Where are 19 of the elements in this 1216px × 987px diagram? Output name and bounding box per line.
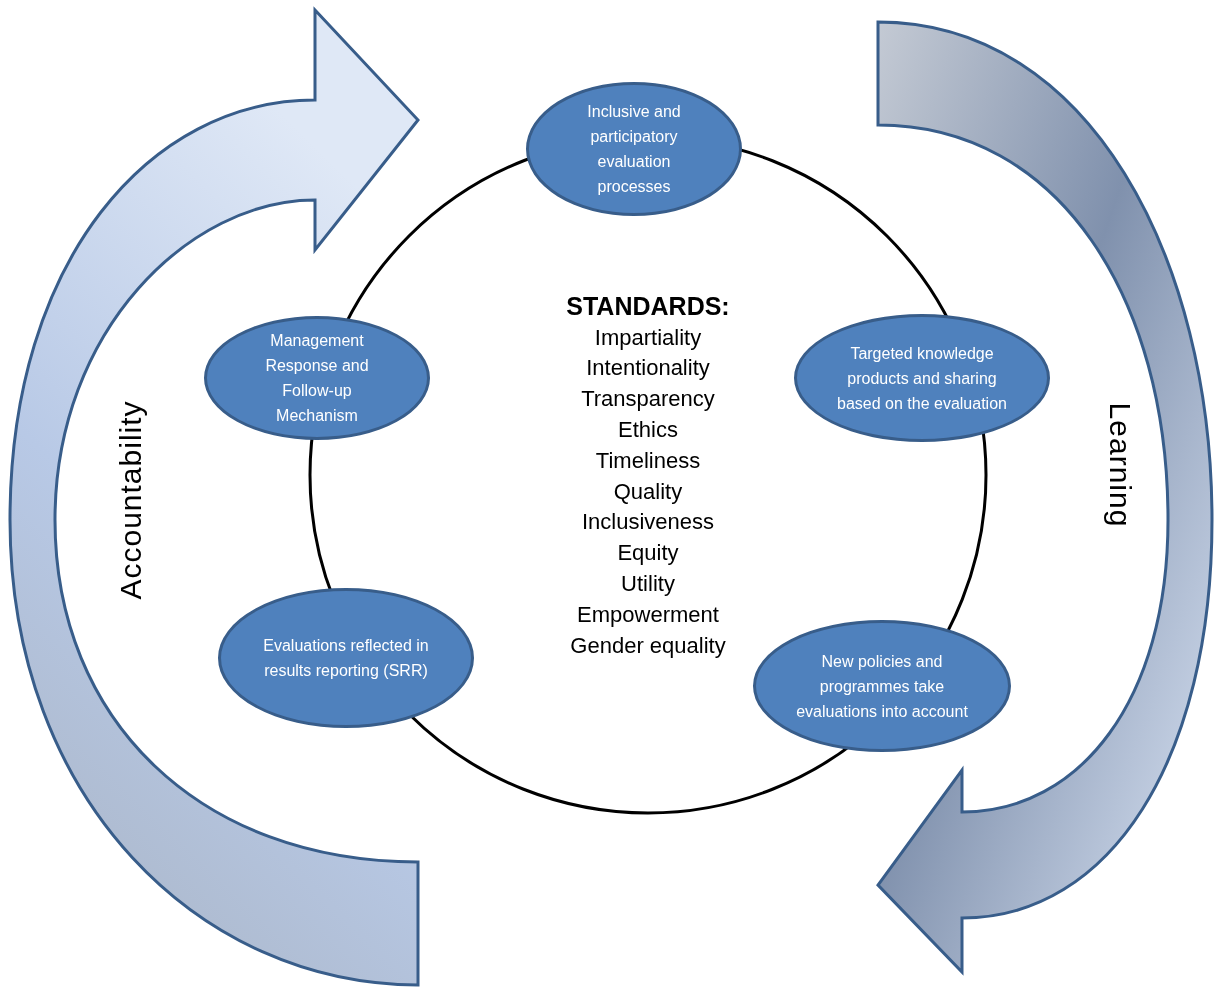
standard-item: Intentionality	[586, 354, 710, 383]
standard-item: Ethics	[618, 416, 678, 444]
standard-item: Gender equality	[570, 631, 726, 660]
standards-heading: STANDARDS:	[566, 290, 730, 322]
cycle-label: Accountability	[113, 400, 148, 600]
node-text: Evaluations reflected in results reporting (SRR)	[262, 636, 430, 681]
node-text: Management Response and Follow-up Mechanism	[264, 331, 370, 426]
node-text: Targeted knowledge products and sharing based on the evaluation	[836, 343, 1008, 414]
cycle-label: Learning	[1102, 402, 1137, 528]
node-text: New policies and programmes take evaluations into account	[795, 651, 969, 722]
node-text: Inclusive and participatory evaluation processes	[586, 102, 682, 197]
standard-item: Utility	[621, 570, 675, 598]
standard-item: Inclusiveness	[581, 508, 715, 537]
standard-item: Impartiality	[594, 323, 702, 352]
standard-item: Timeliness	[595, 446, 701, 475]
standard-item: Equity	[617, 539, 679, 568]
standard-item: Quality	[613, 477, 683, 506]
standard-item: Empowerment	[577, 600, 719, 629]
standard-item: Transparency	[581, 385, 715, 414]
